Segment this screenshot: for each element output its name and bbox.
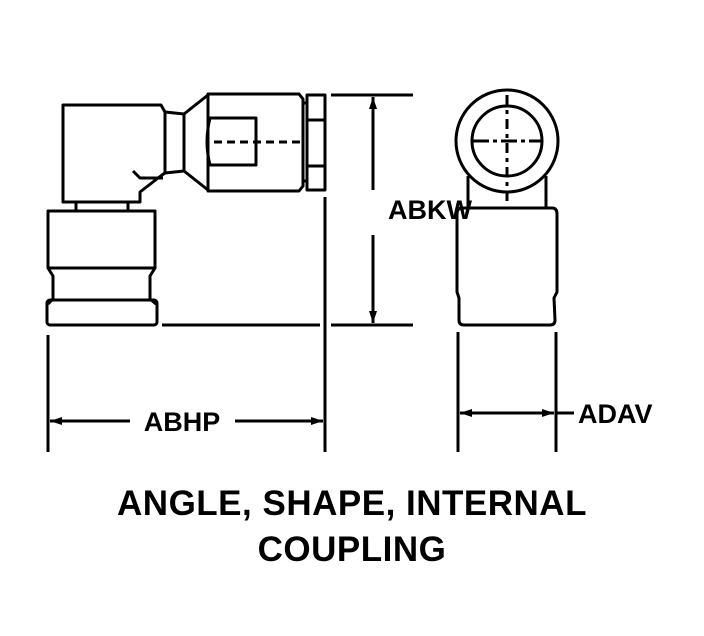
end-body [455, 206, 559, 327]
coupling-nut [206, 92, 305, 193]
elbow-body [61, 103, 167, 204]
end-view [454, 88, 560, 327]
base-flange [45, 298, 159, 327]
abkw-label: ABKW [388, 195, 472, 225]
lower-cylinder [46, 209, 157, 270]
elbow-weld [131, 169, 163, 180]
dimension-lines [46, 93, 574, 452]
flange [305, 93, 327, 192]
cone [183, 93, 209, 192]
side-view [45, 92, 327, 327]
end-neck [466, 176, 548, 208]
caption-line-2: COUPLING [257, 530, 447, 569]
inner-bore [205, 116, 258, 167]
caption-line-1: ANGLE, SHAPE, INTERNAL [117, 484, 587, 523]
neck [164, 110, 186, 175]
abhp-label: ABHP [144, 407, 221, 437]
adav-label: ADAV [578, 399, 653, 429]
